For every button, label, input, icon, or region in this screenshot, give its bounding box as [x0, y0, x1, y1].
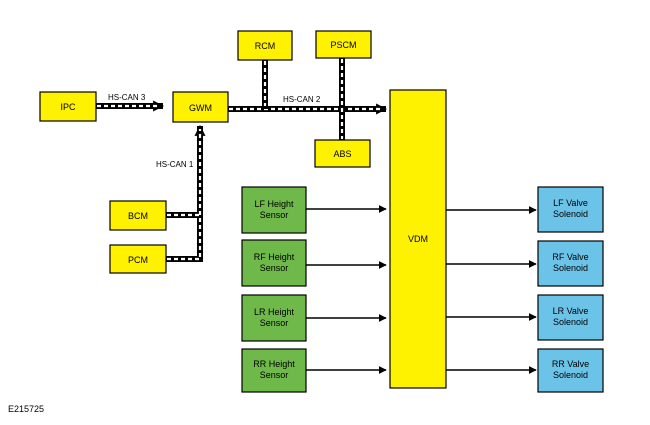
solenoid-rr-line2: Solenoid — [553, 370, 588, 380]
solenoid-lr-line2: Solenoid — [553, 317, 588, 327]
sensor-rf-line1: RF Height — [254, 252, 295, 262]
solenoid-lr-valve: LR Valve Solenoid — [537, 294, 604, 341]
sensor-lr-line2: Sensor — [260, 318, 289, 328]
module-abs: ABS — [314, 139, 371, 168]
module-vdm-label: VDM — [408, 234, 428, 244]
module-ipc-label: IPC — [60, 102, 76, 112]
module-bcm-label: BCM — [128, 211, 148, 221]
module-vdm: VDM — [389, 89, 447, 389]
module-gwm: GWM — [172, 91, 229, 123]
solenoid-rr-valve: RR Valve Solenoid — [537, 348, 604, 393]
solenoid-rf-line1: RF Valve — [552, 252, 588, 262]
solenoid-lf-line1: LF Valve — [553, 198, 588, 208]
solenoid-lf-valve: LF Valve Solenoid — [537, 186, 604, 233]
module-pscm-label: PSCM — [330, 40, 356, 50]
solenoid-rf-line2: Solenoid — [553, 263, 588, 273]
sensor-rf-line2: Sensor — [260, 263, 289, 273]
sensor-lf-line1: LF Height — [254, 199, 294, 209]
sensor-rr-height: RR Height Sensor — [241, 348, 307, 393]
module-abs-label: ABS — [333, 149, 351, 159]
sensor-lr-line1: LR Height — [254, 307, 295, 317]
hs-can-2-label: HS-CAN 2 — [283, 95, 321, 104]
module-ipc: IPC — [39, 91, 97, 122]
module-bcm: BCM — [109, 200, 167, 231]
solenoid-rf-valve: RF Valve Solenoid — [537, 240, 604, 287]
module-rcm: RCM — [237, 30, 293, 61]
hs-can-3-label: HS-CAN 3 — [108, 93, 146, 102]
module-rcm-label: RCM — [255, 41, 276, 51]
can-bus-lines — [96, 58, 388, 262]
solenoid-lr-line1: LR Valve — [553, 306, 589, 316]
solenoid-rr-line1: RR Valve — [552, 359, 589, 369]
sensor-rr-line2: Sensor — [260, 370, 289, 380]
sensor-rf-height: RF Height Sensor — [241, 239, 307, 287]
sensor-lf-height: LF Height Sensor — [241, 186, 307, 234]
sensor-rr-line1: RR Height — [253, 359, 295, 369]
solenoid-lf-line2: Solenoid — [553, 209, 588, 219]
module-gwm-label: GWM — [189, 103, 212, 113]
hs-can-1-label: HS-CAN 1 — [156, 160, 194, 169]
module-pcm: PCM — [109, 244, 167, 274]
sensor-lf-line2: Sensor — [260, 210, 289, 220]
figure-id: E215725 — [8, 404, 45, 414]
module-pcm-label: PCM — [128, 255, 148, 265]
signal-arrows — [306, 205, 537, 374]
hs-can-1-line — [166, 124, 206, 262]
sensor-lr-height: LR Height Sensor — [241, 294, 307, 342]
module-pscm: PSCM — [315, 30, 372, 59]
